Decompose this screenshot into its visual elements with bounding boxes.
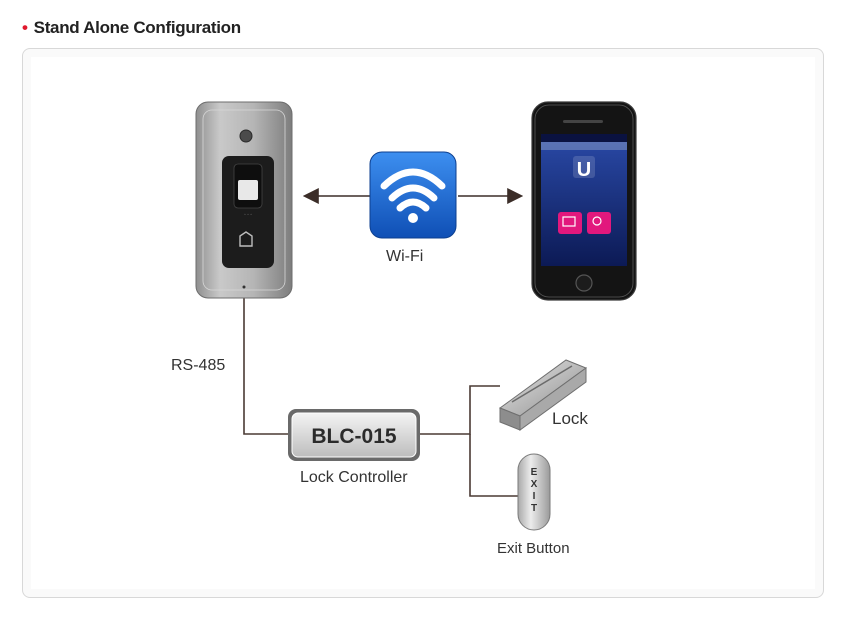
app-tile-icon [558,212,582,234]
phone-screen [541,134,627,266]
svg-text:I: I [533,491,536,502]
smartphone: U [531,101,637,301]
lock-wire [420,385,500,435]
fingerprint-sensor [238,180,258,200]
svg-text:X: X [531,479,538,490]
svg-text:T: T [531,503,537,514]
exit-wire [469,434,518,497]
wifi-icon [369,151,457,239]
rs485-label: RS-485 [171,357,226,374]
home-button-icon [575,274,593,292]
phone-speaker [563,120,603,123]
exit-button-label: Exit Button [497,540,570,557]
electric-lock [498,359,588,431]
section-heading: • Stand Alone Configuration [22,18,241,38]
exit-button: E X I T [517,453,551,531]
svg-text:E: E [531,467,538,478]
controller-label: Lock Controller [300,469,408,486]
diagram-canvas [31,57,815,589]
app-tile-icon [587,212,611,234]
section-title: Stand Alone Configuration [33,18,241,37]
controller-model: BLC-015 [311,425,397,448]
rs485-wire [243,296,288,435]
diagram-panel [22,48,824,598]
lock-controller: BLC-015 [288,409,420,461]
wifi-label: Wi-Fi [386,248,424,265]
svg-text:◦ ◦ ◦: ◦ ◦ ◦ [244,212,252,218]
card-icon [239,231,253,247]
app-logo: U [577,159,591,181]
camera-icon [239,129,253,143]
lock-label: Lock [552,409,588,428]
wiring [243,296,518,497]
fingerprint-reader: ◦ ◦ ◦ [195,101,293,299]
bullet-icon: • [22,18,28,37]
